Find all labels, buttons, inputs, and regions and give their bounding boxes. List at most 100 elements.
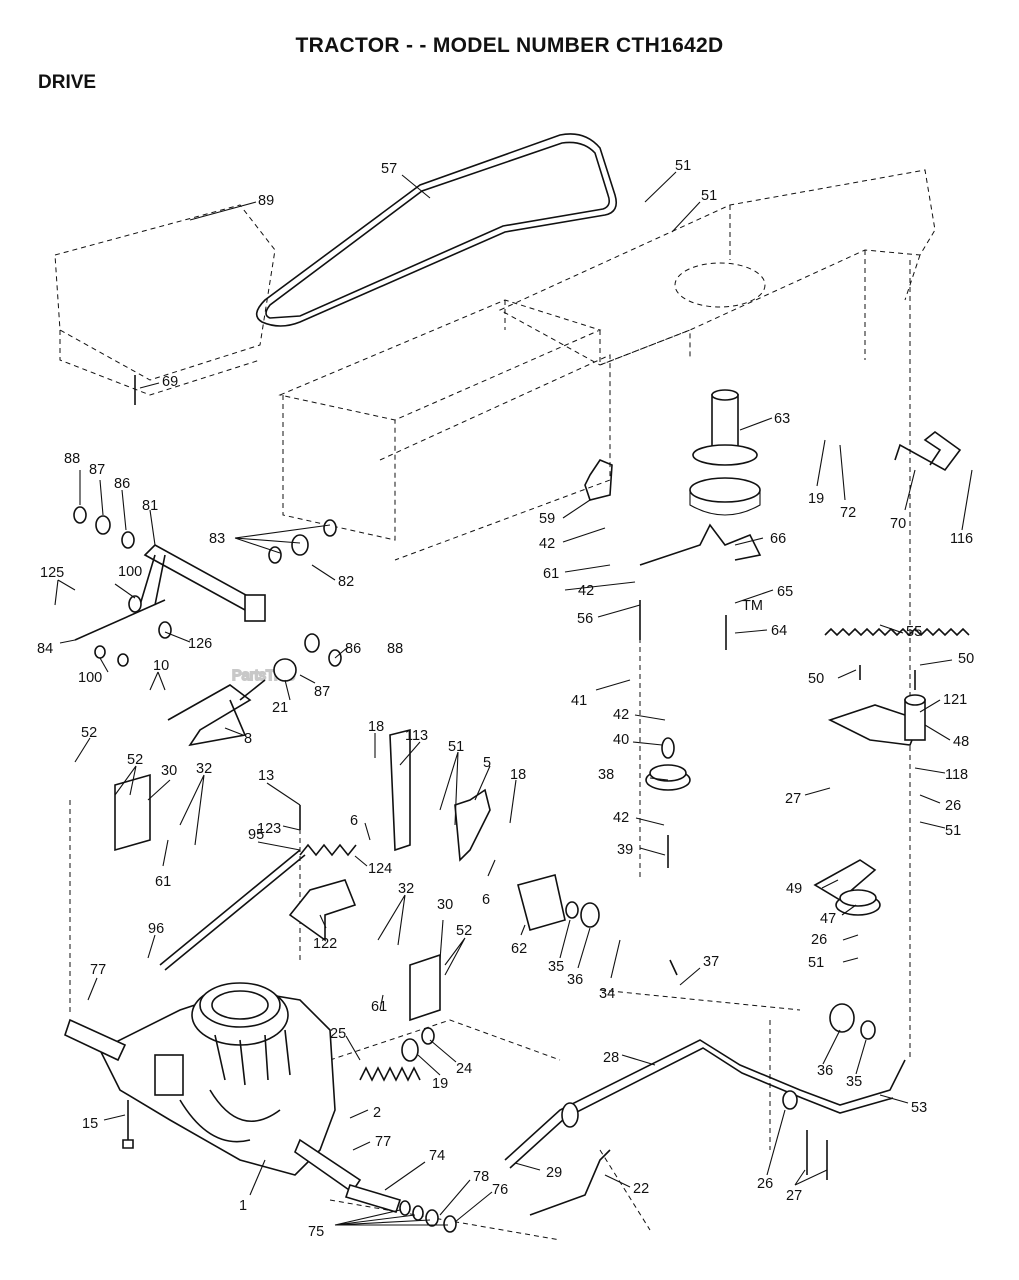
callout-35: 35: [846, 1074, 862, 1090]
callout-52: 52: [81, 725, 97, 741]
control-rod-2: [164, 854, 306, 971]
page-title: TRACTOR - - MODEL NUMBER CTH1642D: [295, 34, 724, 57]
callout-88: 88: [64, 451, 80, 467]
callout-27: 27: [785, 791, 801, 807]
spring-55: [824, 627, 970, 637]
axle-washers: [344, 1184, 457, 1233]
collar-24: [421, 1027, 435, 1045]
callout-18: 18: [510, 767, 526, 783]
callout-labels: 57 51 51 89 69 63 19 72 70 116 88 87 86 …: [37, 158, 974, 1240]
callout-38: 38: [598, 767, 614, 783]
callout-100: 100: [78, 670, 102, 686]
bolts: [122, 375, 916, 1180]
callout-126: 126: [188, 636, 212, 652]
callout-125: 125: [40, 565, 64, 581]
callout-123: 123: [257, 821, 281, 837]
callout-51: 51: [448, 739, 464, 755]
callout-55: 55: [906, 624, 922, 640]
callout-95: 95: [248, 827, 264, 843]
callout-66: 66: [770, 531, 786, 547]
callout-42: 42: [613, 810, 629, 826]
callout-53: 53: [911, 1100, 927, 1116]
spring-25: [359, 1066, 421, 1082]
callout-28: 28: [603, 1050, 619, 1066]
callout-82: 82: [338, 574, 354, 590]
callout-42: 42: [578, 583, 594, 599]
callout-56: 56: [577, 611, 593, 627]
callout-121: 121: [943, 692, 967, 708]
callout-75: 75: [308, 1224, 324, 1240]
callout-81: 81: [142, 498, 158, 514]
callout-37: 37: [703, 954, 719, 970]
callout-47: 47: [820, 911, 836, 927]
callout-72: 72: [840, 505, 856, 521]
control-rod: [159, 849, 301, 966]
collar-19: [401, 1038, 419, 1062]
callout-61: 61: [543, 566, 559, 582]
drive-belt: [255, 133, 618, 327]
callout-34: 34: [599, 986, 615, 1002]
callout-51: 51: [701, 188, 717, 204]
callout-87: 87: [89, 462, 105, 478]
belt-guide-66: [639, 523, 762, 566]
callout-87: 87: [314, 684, 330, 700]
spacer-62: [517, 874, 600, 931]
callout-19: 19: [432, 1076, 448, 1092]
callout-41: 41: [571, 693, 587, 709]
callout-30: 30: [437, 897, 453, 913]
transaxle: [64, 982, 362, 1194]
callout-24: 24: [456, 1061, 472, 1077]
spring-124: [299, 843, 357, 857]
callout-30: 30: [161, 763, 177, 779]
callout-64: 64: [771, 623, 787, 639]
callout-50: 50: [958, 651, 974, 667]
callout-122: 122: [313, 936, 337, 952]
callout-25: 25: [330, 1026, 346, 1042]
callout-13: 13: [258, 768, 274, 784]
callout-35: 35: [548, 959, 564, 975]
callout-15: 15: [82, 1116, 98, 1132]
callout-78: 78: [473, 1169, 489, 1185]
callout-62: 62: [511, 941, 527, 957]
callout-48: 48: [953, 734, 969, 750]
callout-59: 59: [539, 511, 555, 527]
callout-69: 69: [162, 374, 178, 390]
callout-50: 50: [808, 671, 824, 687]
callout-76: 76: [492, 1182, 508, 1198]
callout-49: 49: [786, 881, 802, 897]
callout-61: 61: [371, 999, 387, 1015]
section-heading: DRIVE: [38, 72, 97, 93]
callout-6: 6: [482, 892, 490, 908]
callout-51: 51: [808, 955, 824, 971]
callout-8: 8: [244, 731, 252, 747]
rod-70: [894, 430, 962, 472]
callout-36: 36: [817, 1063, 833, 1079]
callout-65: 65: [777, 584, 793, 600]
callout-40: 40: [613, 732, 629, 748]
watermark-trademark: TM: [742, 598, 763, 614]
callout-89: 89: [258, 193, 274, 209]
callout-26: 26: [811, 932, 827, 948]
callout-27: 27: [786, 1188, 802, 1204]
callout-118: 118: [945, 767, 968, 783]
belt-guide-59: [584, 459, 613, 501]
callout-57: 57: [381, 161, 397, 177]
callout-61: 61: [155, 874, 171, 890]
callout-51: 51: [675, 158, 691, 174]
callout-96: 96: [148, 921, 164, 937]
callout-70: 70: [890, 516, 906, 532]
callout-22: 22: [633, 1181, 649, 1197]
callout-52: 52: [127, 752, 143, 768]
callout-124: 124: [368, 861, 392, 877]
callout-5: 5: [483, 755, 491, 771]
callout-83: 83: [209, 531, 225, 547]
callout-116: 116: [950, 531, 973, 547]
callout-52: 52: [456, 923, 472, 939]
callout-86: 86: [114, 476, 130, 492]
drive-belt-inner: [265, 141, 610, 319]
washers-left: [73, 506, 342, 667]
leader-lines: [54, 171, 973, 1226]
callout-88: 88: [387, 641, 403, 657]
callout-10: 10: [153, 658, 169, 674]
